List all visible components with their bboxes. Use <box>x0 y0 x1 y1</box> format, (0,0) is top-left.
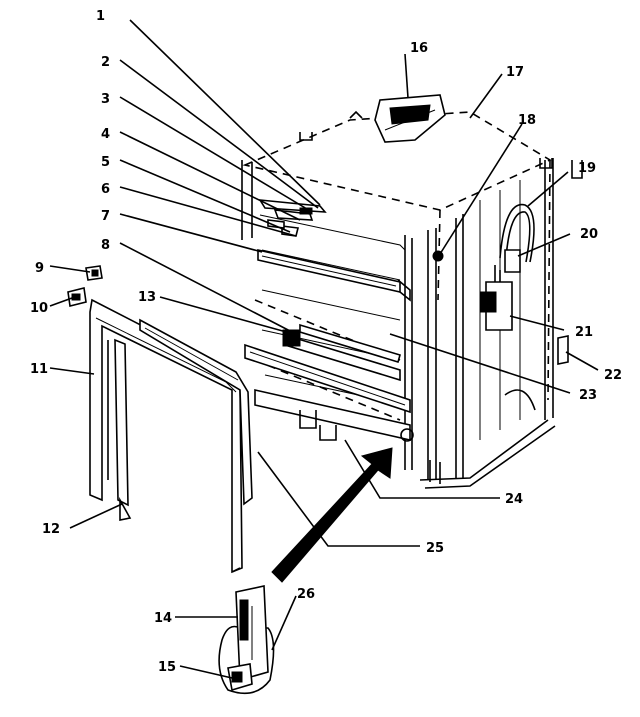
small-plate <box>557 335 569 365</box>
callout-25: 25 <box>426 541 444 556</box>
callout-10: 10 <box>30 301 48 316</box>
leader-lines <box>49 19 599 679</box>
callout-3: 3 <box>101 92 110 107</box>
callout-12: 12 <box>42 522 60 537</box>
small-clips <box>67 265 103 307</box>
callout-9: 9 <box>35 261 44 276</box>
callout-labels: 1 2 3 4 5 6 7 8 9 10 11 12 13 14 15 16 1… <box>30 9 622 675</box>
callout-22: 22 <box>604 368 622 383</box>
callout-13: 13 <box>138 290 156 305</box>
callout-7: 7 <box>101 209 110 224</box>
callout-4: 4 <box>101 127 110 142</box>
callout-14: 14 <box>154 611 172 626</box>
cabinet-frame <box>241 110 583 489</box>
callout-15: 15 <box>158 660 176 675</box>
callout-8: 8 <box>101 238 110 253</box>
wire-harness <box>479 203 535 331</box>
callout-18: 18 <box>518 113 536 128</box>
callout-19: 19 <box>578 161 596 176</box>
callout-24: 24 <box>505 492 523 507</box>
callout-2: 2 <box>101 55 110 70</box>
upper-rail <box>257 248 411 302</box>
callout-11: 11 <box>30 362 48 377</box>
hinge-detail <box>218 585 275 695</box>
callout-16: 16 <box>410 41 428 56</box>
callout-21: 21 <box>575 325 593 340</box>
callout-1: 1 <box>96 9 105 24</box>
top-hinge-part <box>374 94 446 143</box>
assembly-arrow <box>271 447 393 583</box>
callout-23: 23 <box>579 388 597 403</box>
callout-26: 26 <box>297 587 315 602</box>
callout-6: 6 <box>101 182 110 197</box>
lower-rails <box>244 323 414 442</box>
callout-5: 5 <box>101 155 110 170</box>
callout-20: 20 <box>580 227 598 242</box>
callout-17: 17 <box>506 65 524 80</box>
door-frame <box>89 298 253 574</box>
